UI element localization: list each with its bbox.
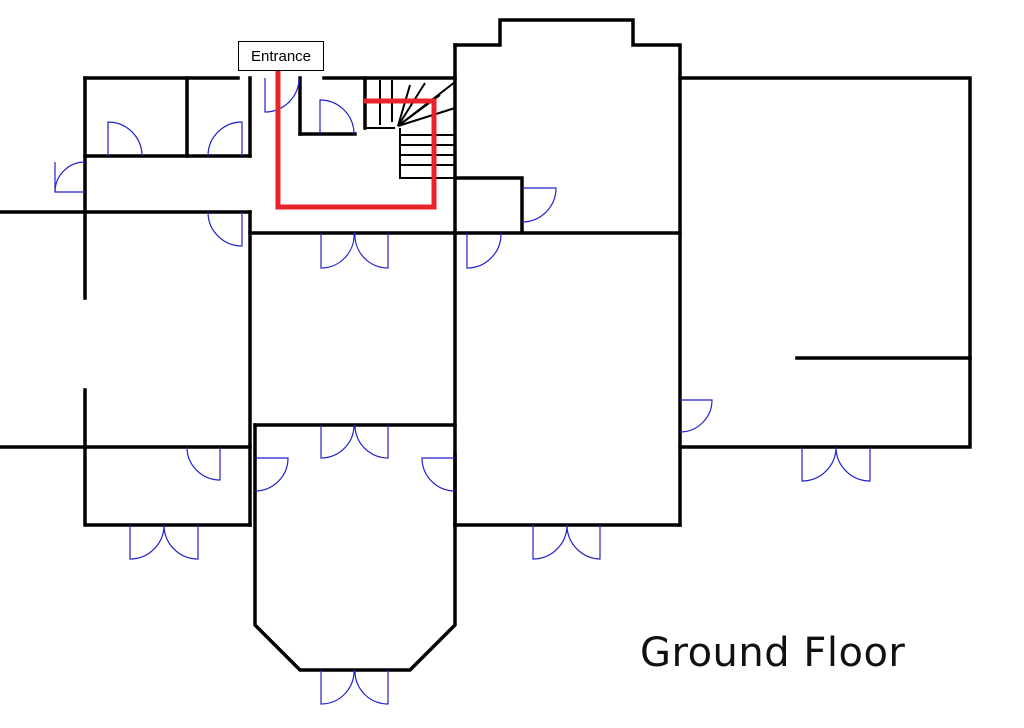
double-door-icon [320, 669, 389, 705]
door-swing-icon [264, 77, 300, 113]
door-swing-icon [319, 99, 355, 135]
door-swings [54, 77, 713, 492]
door-swing-icon [186, 446, 221, 481]
double-door-icon [320, 424, 389, 459]
double-door-icon [129, 524, 199, 560]
staircase-icon [364, 80, 456, 179]
door-swing-icon [207, 211, 243, 247]
door-swing-icon [521, 187, 557, 223]
highlighted-route [275, 62, 437, 210]
door-swing-icon [107, 121, 143, 157]
floor-title: Ground Floor [640, 630, 906, 676]
double-door-icon [532, 524, 601, 560]
door-swing-icon [254, 457, 289, 492]
double-doors [129, 232, 871, 705]
door-swing-icon [466, 232, 502, 269]
double-door-icon [320, 232, 389, 269]
door-swing-icon [54, 161, 86, 193]
door-swing-icon [421, 457, 456, 492]
walls [0, 18, 972, 672]
entrance-sign: Entrance [238, 41, 324, 71]
door-swing-icon [679, 399, 713, 433]
door-swing-icon [207, 121, 243, 157]
double-door-icon [801, 446, 871, 482]
entrance-label: Entrance [250, 48, 312, 65]
